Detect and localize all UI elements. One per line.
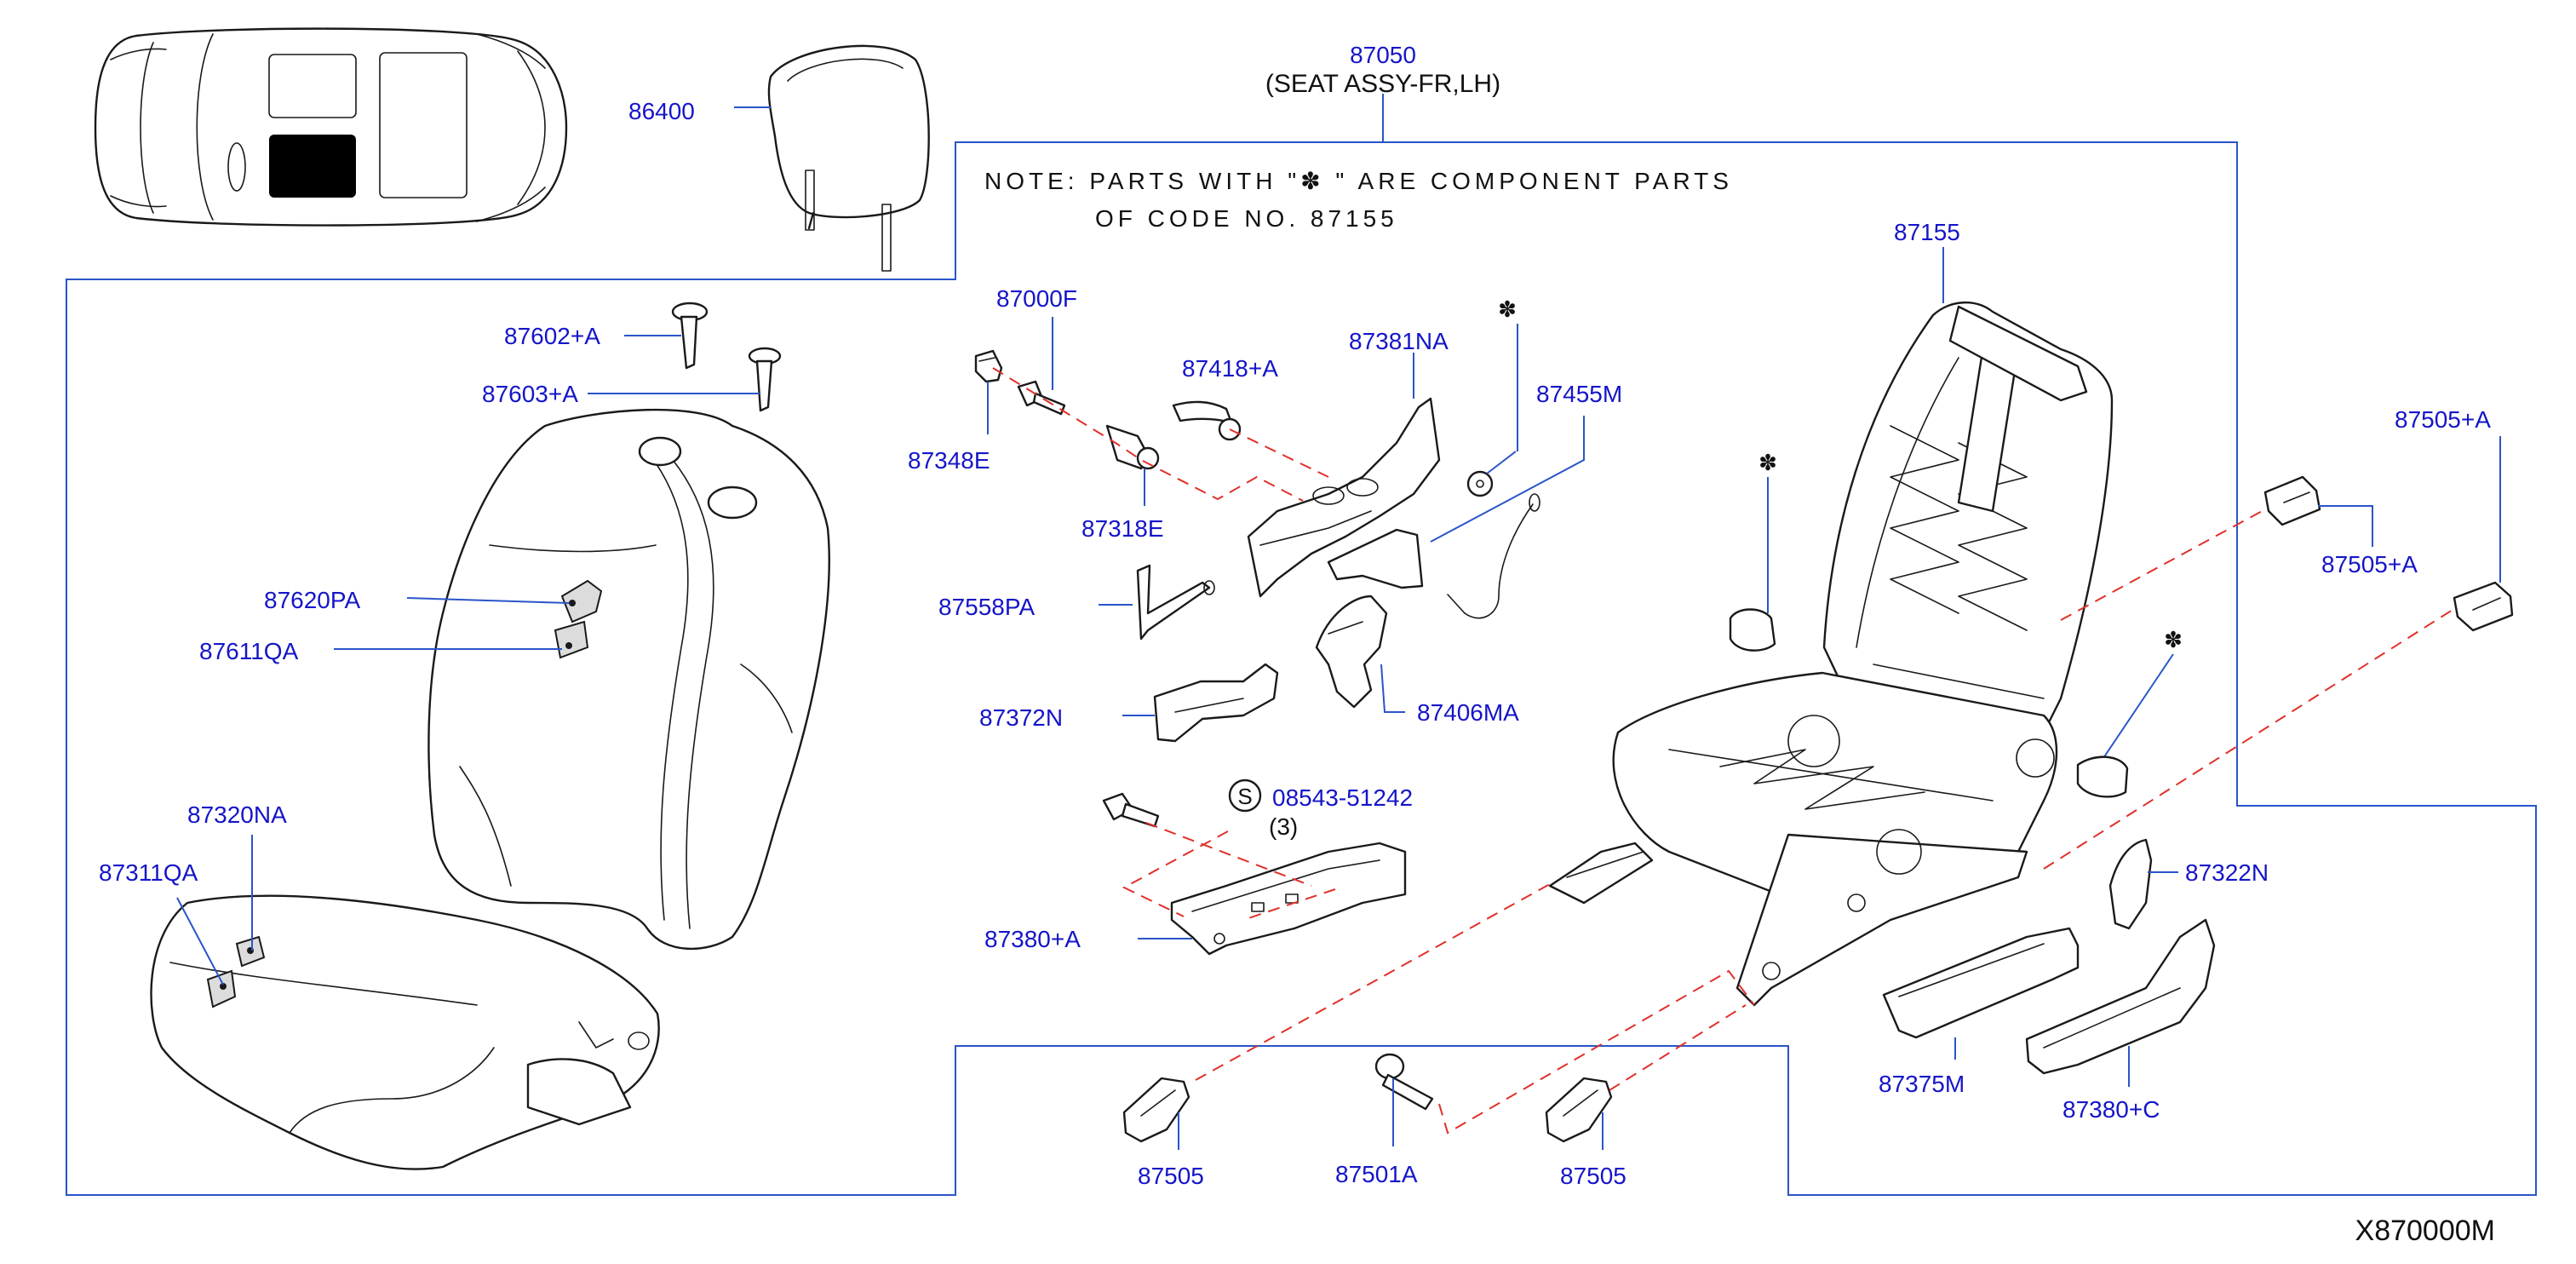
cover-87322 bbox=[2108, 838, 2153, 930]
label-headrest: 86400 bbox=[628, 98, 695, 124]
cover-87372 bbox=[1153, 663, 1279, 743]
clip-component-2 bbox=[2076, 756, 2129, 798]
label-finisher-87380c: 87380+C bbox=[2063, 1096, 2160, 1123]
label-cable-87455: 87455M bbox=[1536, 381, 1622, 407]
screw-part bbox=[1102, 792, 1160, 828]
screw-spec-symbol: S bbox=[1237, 784, 1252, 809]
dashed-assembly-line-3 bbox=[2043, 508, 2453, 870]
label-cushion-87311: 87311QA bbox=[99, 859, 198, 886]
label-clip-87603: 87603+A bbox=[482, 381, 578, 407]
label-lever-87418: 87418+A bbox=[1182, 355, 1278, 382]
bracket-87558 bbox=[1136, 564, 1215, 641]
label-bolt-87501: 87501A bbox=[1335, 1161, 1418, 1187]
component-star-icon: ✽ bbox=[1758, 450, 1777, 475]
clip-87602 bbox=[671, 302, 709, 370]
component-star-icon: ✽ bbox=[1498, 296, 1517, 322]
label-cover-87322: 87322N bbox=[2185, 859, 2269, 886]
label-bracket-87558: 87558PA bbox=[938, 594, 1035, 620]
label-bolt-87000: 87000F bbox=[996, 285, 1077, 312]
screw-spec-quantity: (3) bbox=[1269, 813, 1298, 840]
label-cover-87406: 87406MA bbox=[1417, 699, 1519, 726]
label-clip-87602: 87602+A bbox=[504, 323, 600, 349]
label-cushion-87320: 87320NA bbox=[187, 801, 287, 828]
note-line-2: OF CODE NO. 87155 bbox=[1095, 205, 1398, 232]
label-cap-87505-left: 87505 bbox=[1138, 1163, 1204, 1189]
cap-87505a-lower bbox=[2453, 581, 2514, 632]
screw-spec-circle-icon bbox=[1228, 779, 1262, 813]
washer-component bbox=[1466, 470, 1494, 497]
label-knob-87318: 87318E bbox=[1081, 515, 1164, 542]
finisher-87380a bbox=[1170, 842, 1407, 956]
seat-location-highlight bbox=[269, 135, 356, 198]
cable-87455 bbox=[1327, 493, 1540, 619]
dashed-assembly-line-4 bbox=[1195, 883, 1755, 1135]
label-finisher-87375: 87375M bbox=[1879, 1071, 1965, 1097]
assembly-number: 87050 bbox=[1350, 42, 1416, 68]
seat-cushion-trim bbox=[150, 894, 660, 1170]
lever-87418 bbox=[1172, 400, 1242, 441]
dashed-assembly-line-2 bbox=[1122, 822, 1336, 921]
diagram-reference: X870000M bbox=[2355, 1215, 2495, 1247]
screw-spec-number: 08543-51242 bbox=[1272, 784, 1413, 811]
cover-87406 bbox=[1315, 595, 1388, 709]
assembly-frame bbox=[66, 141, 2537, 1196]
label-cap-87505a-lower: 87505+A bbox=[2395, 406, 2491, 433]
car-locator-icon bbox=[94, 27, 568, 227]
label-cover-87372: 87372N bbox=[979, 704, 1063, 731]
finisher-87380c bbox=[2025, 918, 2216, 1075]
label-cover-87381: 87381NA bbox=[1349, 328, 1449, 354]
label-cap-87505a-upper: 87505+A bbox=[2321, 551, 2418, 577]
bolt-87000 bbox=[1017, 380, 1066, 416]
dashed-assembly-line-1 bbox=[992, 367, 1329, 502]
label-pad-87611: 87611QA bbox=[199, 638, 299, 664]
seat-frame-87155 bbox=[1548, 302, 2114, 1007]
knob-87348 bbox=[974, 349, 1003, 383]
pad-87311 bbox=[206, 969, 237, 1008]
label-seat-frame: 87155 bbox=[1894, 219, 1960, 245]
pad-87320 bbox=[235, 935, 266, 968]
headrest-part bbox=[767, 44, 930, 272]
cap-87505a-upper bbox=[2263, 475, 2321, 526]
note-line-1: NOTE: PARTS WITH "✽ " ARE COMPONENT PART… bbox=[984, 168, 1733, 194]
cover-87381 bbox=[1247, 397, 1441, 598]
label-knob-87348: 87348E bbox=[908, 447, 990, 474]
bolt-87501 bbox=[1374, 1053, 1434, 1111]
clip-component bbox=[1729, 608, 1776, 652]
assembly-name: (SEAT ASSY-FR,LH) bbox=[1265, 70, 1500, 98]
pad-87620 bbox=[560, 579, 603, 623]
cap-87505-right bbox=[1545, 1077, 1613, 1143]
label-cap-87505-right: 87505 bbox=[1560, 1163, 1626, 1189]
label-pad-87620: 87620PA bbox=[264, 587, 360, 613]
component-star-icon: ✽ bbox=[2164, 627, 2183, 652]
label-finisher-87380a: 87380+A bbox=[984, 926, 1081, 952]
clip-87603 bbox=[748, 347, 782, 412]
knob-87318 bbox=[1105, 424, 1160, 470]
seat-back-trim bbox=[427, 408, 830, 951]
finisher-87375 bbox=[1882, 927, 2080, 1039]
